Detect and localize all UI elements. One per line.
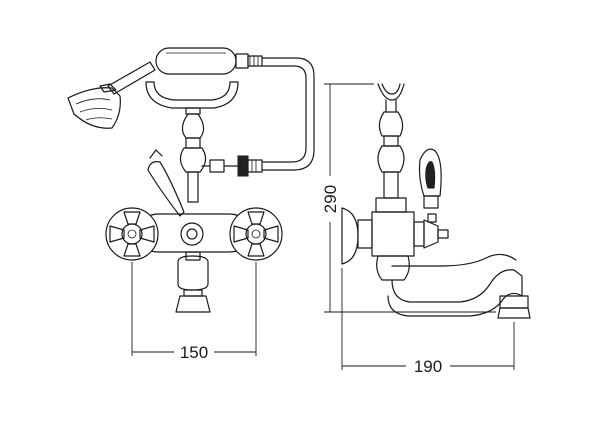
hose-connector [201, 155, 263, 177]
diverter-lever [147, 149, 185, 217]
width-dimension-label: 150 [180, 343, 208, 362]
right-cross-handle [229, 207, 283, 261]
side-column [377, 111, 405, 199]
side-spout [387, 253, 531, 319]
side-lever [418, 148, 442, 209]
shower-hook [377, 83, 405, 113]
height-dimension-label: 290 [321, 185, 340, 213]
shower-hose [261, 57, 315, 171]
depth-dimension: 190 [341, 268, 515, 376]
side-view: 290 190 [321, 83, 531, 376]
side-body [371, 197, 415, 281]
diverter-column [179, 107, 207, 203]
shower-handset [155, 47, 263, 75]
front-view: 150 [67, 47, 315, 362]
depth-dimension-label: 190 [414, 357, 442, 376]
width-dimension: 150 [131, 262, 257, 362]
side-cross-handle [413, 213, 449, 249]
wall-flange [341, 207, 373, 265]
shower-head [67, 61, 156, 129]
center-nut [180, 222, 204, 246]
shower-cradle [145, 81, 239, 109]
left-cross-handle [105, 207, 159, 261]
spout-front [175, 251, 211, 313]
height-dimension: 290 [321, 83, 496, 313]
